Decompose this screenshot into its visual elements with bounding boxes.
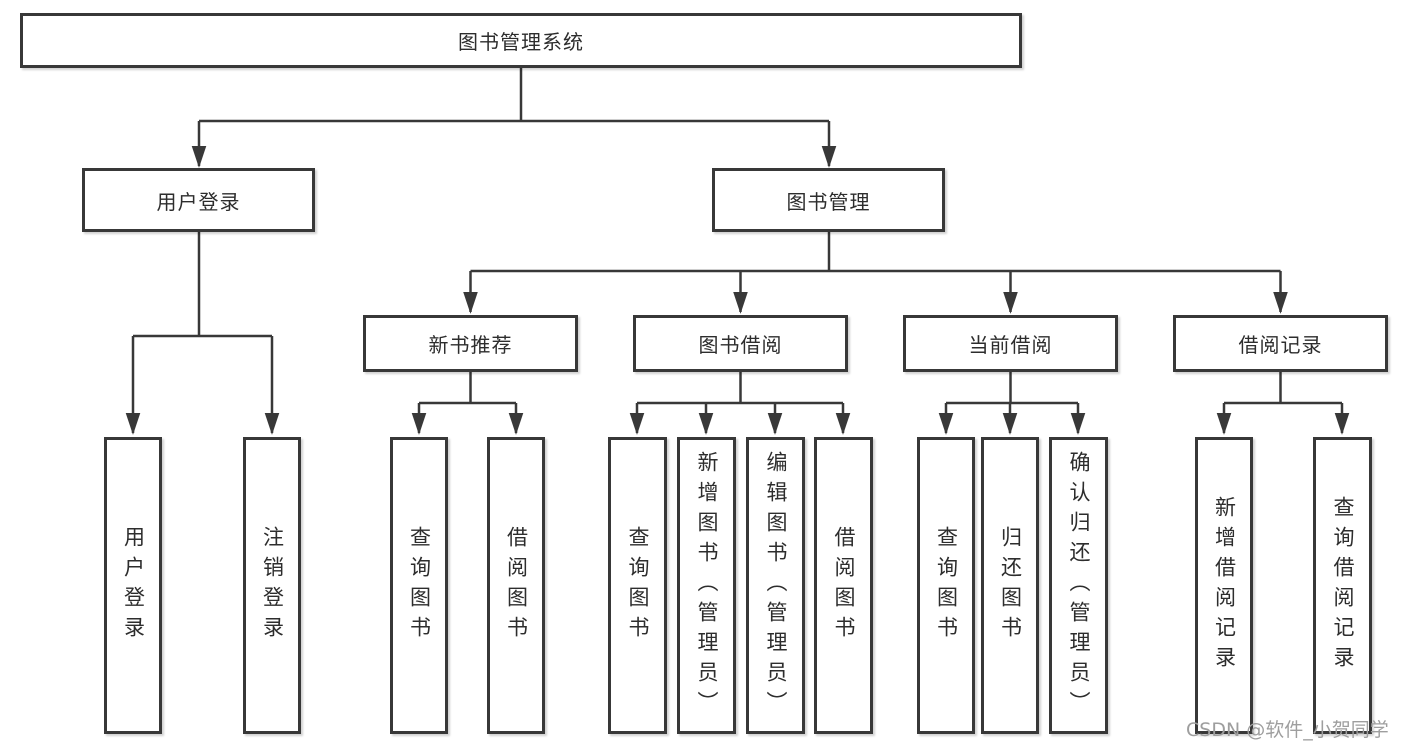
leaf-edit-books-admin-label: 编辑图书（管理员） [764,450,788,721]
node-current-borrow: 当前借阅 [903,315,1118,372]
leaf-query-borrow-record: 查询借阅记录 [1313,437,1372,734]
leaf-user-login: 用户登录 [104,437,162,734]
node-current-borrow-label: 当前借阅 [968,333,1053,357]
leaf-borrow-books-newbooks-label: 借阅图书 [504,525,529,646]
leaf-return-books: 归还图书 [981,437,1039,734]
leaf-query-books-borrow: 查询图书 [608,437,667,734]
leaf-query-books-newbooks: 查询图书 [390,437,448,734]
node-new-books: 新书推荐 [363,315,578,372]
leaf-confirm-return-admin-label: 确认归还（管理员） [1067,450,1091,721]
leaf-confirm-return-admin: 确认归还（管理员） [1049,437,1108,734]
leaf-add-books-admin-label: 新增图书（管理员） [695,450,719,721]
node-root-label: 图书管理系统 [458,30,584,54]
leaf-return-books-label: 归还图书 [998,525,1023,646]
leaf-add-books-admin: 新增图书（管理员） [677,437,736,734]
leaf-borrow-books-borrow-label: 借阅图书 [832,525,856,646]
connector-book-borrow-children [629,372,851,435]
leaf-query-books-current: 查询图书 [917,437,975,734]
connector-user-login-children [125,232,280,435]
leaf-add-borrow-record: 新增借阅记录 [1195,437,1253,734]
connector-current-borrow-children [938,372,1086,435]
leaf-borrow-books-borrow: 借阅图书 [814,437,873,734]
node-borrow-records-label: 借阅记录 [1238,333,1323,357]
leaf-query-books-borrow-label: 查询图书 [626,525,650,646]
node-book-management-label: 图书管理 [786,189,871,214]
leaf-query-books-newbooks-label: 查询图书 [407,525,432,646]
node-user-login-label: 用户登录 [156,189,241,214]
node-book-borrow-label: 图书借阅 [698,333,783,357]
leaf-query-borrow-record-label: 查询借阅记录 [1331,495,1355,676]
leaf-edit-books-admin: 编辑图书（管理员） [746,437,805,734]
leaf-user-login-label: 用户登录 [121,525,146,646]
leaf-query-books-current-label: 查询图书 [934,525,959,646]
connector-root-to-level2 [191,68,837,168]
connector-borrow-records-children [1216,372,1350,435]
node-root: 图书管理系统 [20,13,1022,68]
csdn-watermark: CSDN @软件_小贺同学 [1186,719,1389,741]
node-book-management: 图书管理 [712,168,945,232]
leaf-logout-label: 注销登录 [260,525,285,646]
node-new-books-label: 新书推荐 [428,333,513,357]
leaf-borrow-books-newbooks: 借阅图书 [487,437,545,734]
node-borrow-records: 借阅记录 [1173,315,1388,372]
leaf-logout: 注销登录 [243,437,301,734]
connector-book-mgmt-to-level3 [463,232,1288,314]
node-user-login: 用户登录 [82,168,315,232]
connector-new-books-children [411,372,524,435]
leaf-add-borrow-record-label: 新增借阅记录 [1212,495,1237,676]
node-book-borrow: 图书借阅 [633,315,848,372]
